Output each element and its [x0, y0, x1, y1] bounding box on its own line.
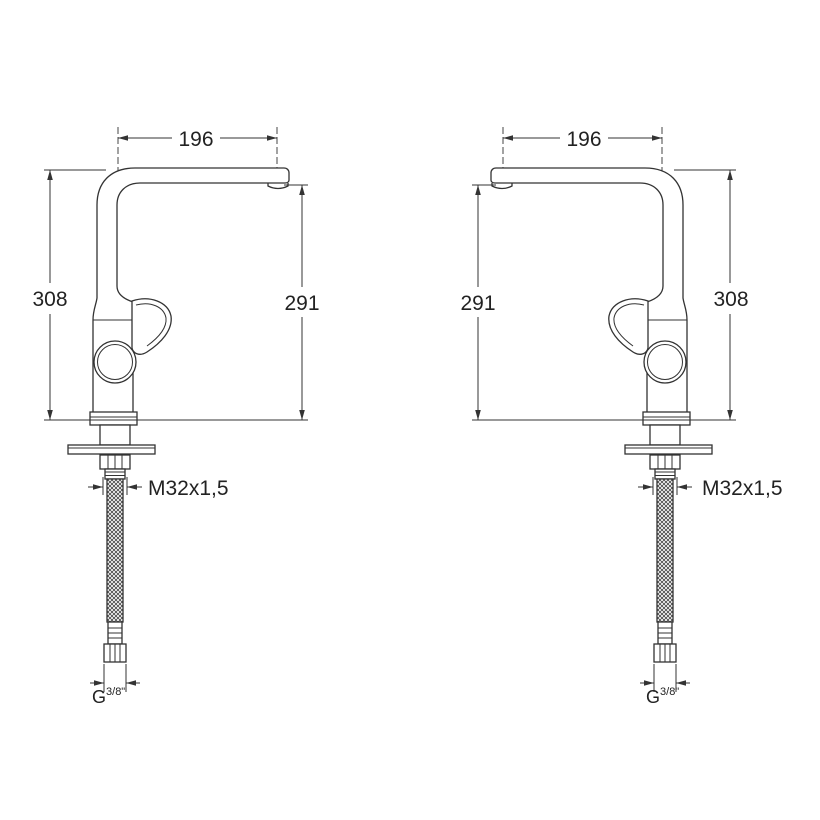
- left-overall-height-label: 308: [32, 288, 67, 311]
- faucet-drawing-left: [44, 127, 308, 692]
- braided-hose: [106, 478, 124, 623]
- mounting-plate: [67, 444, 156, 455]
- threaded-shank: [104, 468, 126, 480]
- right-thread-label: M32x1,5: [702, 477, 783, 500]
- right-connection-prefix: G: [646, 687, 660, 707]
- left-connection-label: G3/8": [92, 686, 125, 707]
- lever-handle-inner-edge: [135, 303, 167, 347]
- cartridge-cap-inner: [97, 344, 133, 380]
- lever-handle: [131, 298, 172, 355]
- right-connection-size: 3/8": [660, 686, 679, 698]
- base-ring: [89, 411, 138, 426]
- left-spout-reach-label: 196: [178, 128, 213, 151]
- left-connection-prefix: G: [92, 687, 106, 707]
- right-overall-height-label: 308: [713, 288, 748, 311]
- right-spout-height-label: 291: [460, 292, 495, 315]
- mounting-stud: [99, 424, 131, 446]
- right-connection-label: G3/8": [646, 686, 679, 707]
- left-spout-height-label: 291: [284, 292, 319, 315]
- body-and-spout-outline: [92, 167, 290, 414]
- cartridge-cap-outer: [93, 340, 137, 384]
- left-connection-size: 3/8": [106, 686, 125, 698]
- right-spout-reach-label: 196: [566, 128, 601, 151]
- aerator-nozzle: [267, 183, 289, 190]
- left-thread-label: M32x1,5: [148, 477, 229, 500]
